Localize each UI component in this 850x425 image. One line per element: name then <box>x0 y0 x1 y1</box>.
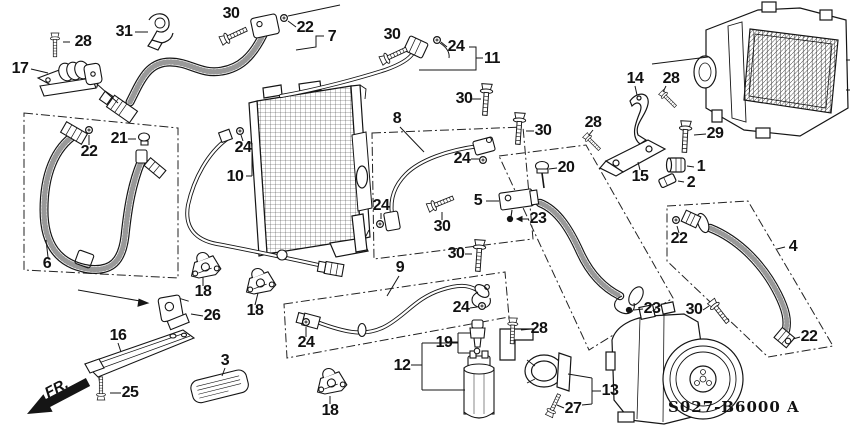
pipe-bracket-17 <box>36 60 103 97</box>
hose-7 <box>125 30 268 107</box>
hose-5-upper-fitting <box>498 188 540 211</box>
nut-23b <box>625 306 633 314</box>
bolt-30-g <box>706 297 733 327</box>
condenser <box>248 80 373 258</box>
cap-20 <box>534 160 550 189</box>
valve-21 <box>135 132 167 180</box>
clamp-31 <box>147 13 174 51</box>
ring-22-top <box>280 14 288 22</box>
bolt-29 <box>677 120 693 154</box>
pipe-10 <box>185 137 330 269</box>
hose-6-fitting <box>59 121 89 145</box>
junction-fitting <box>98 90 139 124</box>
bolt-30-f <box>471 239 487 273</box>
ring-24-c <box>479 156 487 164</box>
bolt-28-b <box>657 88 679 110</box>
phantom-box-pipe-9 <box>283 271 510 359</box>
ring-24-e <box>302 318 310 326</box>
pipe-8-lower-fitting <box>383 210 401 232</box>
fittings <box>59 13 796 349</box>
bolt-28-topleft <box>49 32 61 58</box>
clip-2 <box>658 173 677 189</box>
leader-lines <box>30 4 801 409</box>
grommet-1 <box>665 157 686 173</box>
phantom-box-hose-5 <box>498 144 674 351</box>
hose-4 <box>705 223 791 335</box>
pipe-10-fitting <box>316 260 345 278</box>
phantom-box-hose-4 <box>666 200 834 358</box>
compressor <box>605 301 744 425</box>
hose-6 <box>39 129 146 274</box>
pipes <box>185 51 481 338</box>
ring-24-d <box>376 220 384 228</box>
hose-5 <box>535 198 625 301</box>
caution-label-3 <box>190 369 249 404</box>
phantom-box-hose-6 <box>23 112 179 279</box>
hose-7-elbow <box>250 13 280 39</box>
hose-4-lower-fitting <box>773 326 796 349</box>
receiver-drier <box>463 350 495 419</box>
pipe-11 <box>279 51 415 98</box>
diagram-code: S027-B6000 A <box>668 398 800 416</box>
evap-brackets <box>599 93 686 189</box>
rail-16 <box>83 329 196 385</box>
ring-22-d <box>671 216 681 224</box>
pipe-9-right-fitting <box>471 284 491 309</box>
pipe-9 <box>315 283 479 338</box>
ring-22-b <box>84 125 94 134</box>
drier-bracket-13 <box>499 328 572 392</box>
clamp-26 <box>157 294 190 331</box>
blower-unit <box>693 1 850 139</box>
bolt-30-c <box>478 83 494 117</box>
bolt-30-d <box>511 112 527 146</box>
ring-24-b <box>236 126 244 135</box>
phantom-box-pipe-8 <box>371 126 534 260</box>
ring-24-a <box>433 35 441 45</box>
pipe-9-left-fitting <box>295 311 321 330</box>
pipe-8 <box>389 144 481 216</box>
phantom-boxes <box>23 112 834 359</box>
pressure-switch-19 <box>469 319 486 355</box>
bolt-30-pipe8 <box>425 192 456 214</box>
bolt-25 <box>96 376 106 401</box>
nut-22c <box>784 337 792 345</box>
fr-arrow: FR. <box>27 375 91 414</box>
ring-24-f <box>478 302 486 310</box>
bolt-28-c <box>581 131 603 153</box>
bolt-27 <box>544 392 564 419</box>
hose-4-upper-fitting <box>680 209 710 234</box>
hose-5-elbow <box>614 286 644 315</box>
pipe-8-upper-fitting <box>472 136 496 156</box>
nut-23a <box>506 215 514 223</box>
bracket-14 <box>629 93 649 145</box>
pipe-11-fitting <box>403 35 429 59</box>
bolt-30-top <box>218 23 250 47</box>
hoses <box>39 30 791 335</box>
